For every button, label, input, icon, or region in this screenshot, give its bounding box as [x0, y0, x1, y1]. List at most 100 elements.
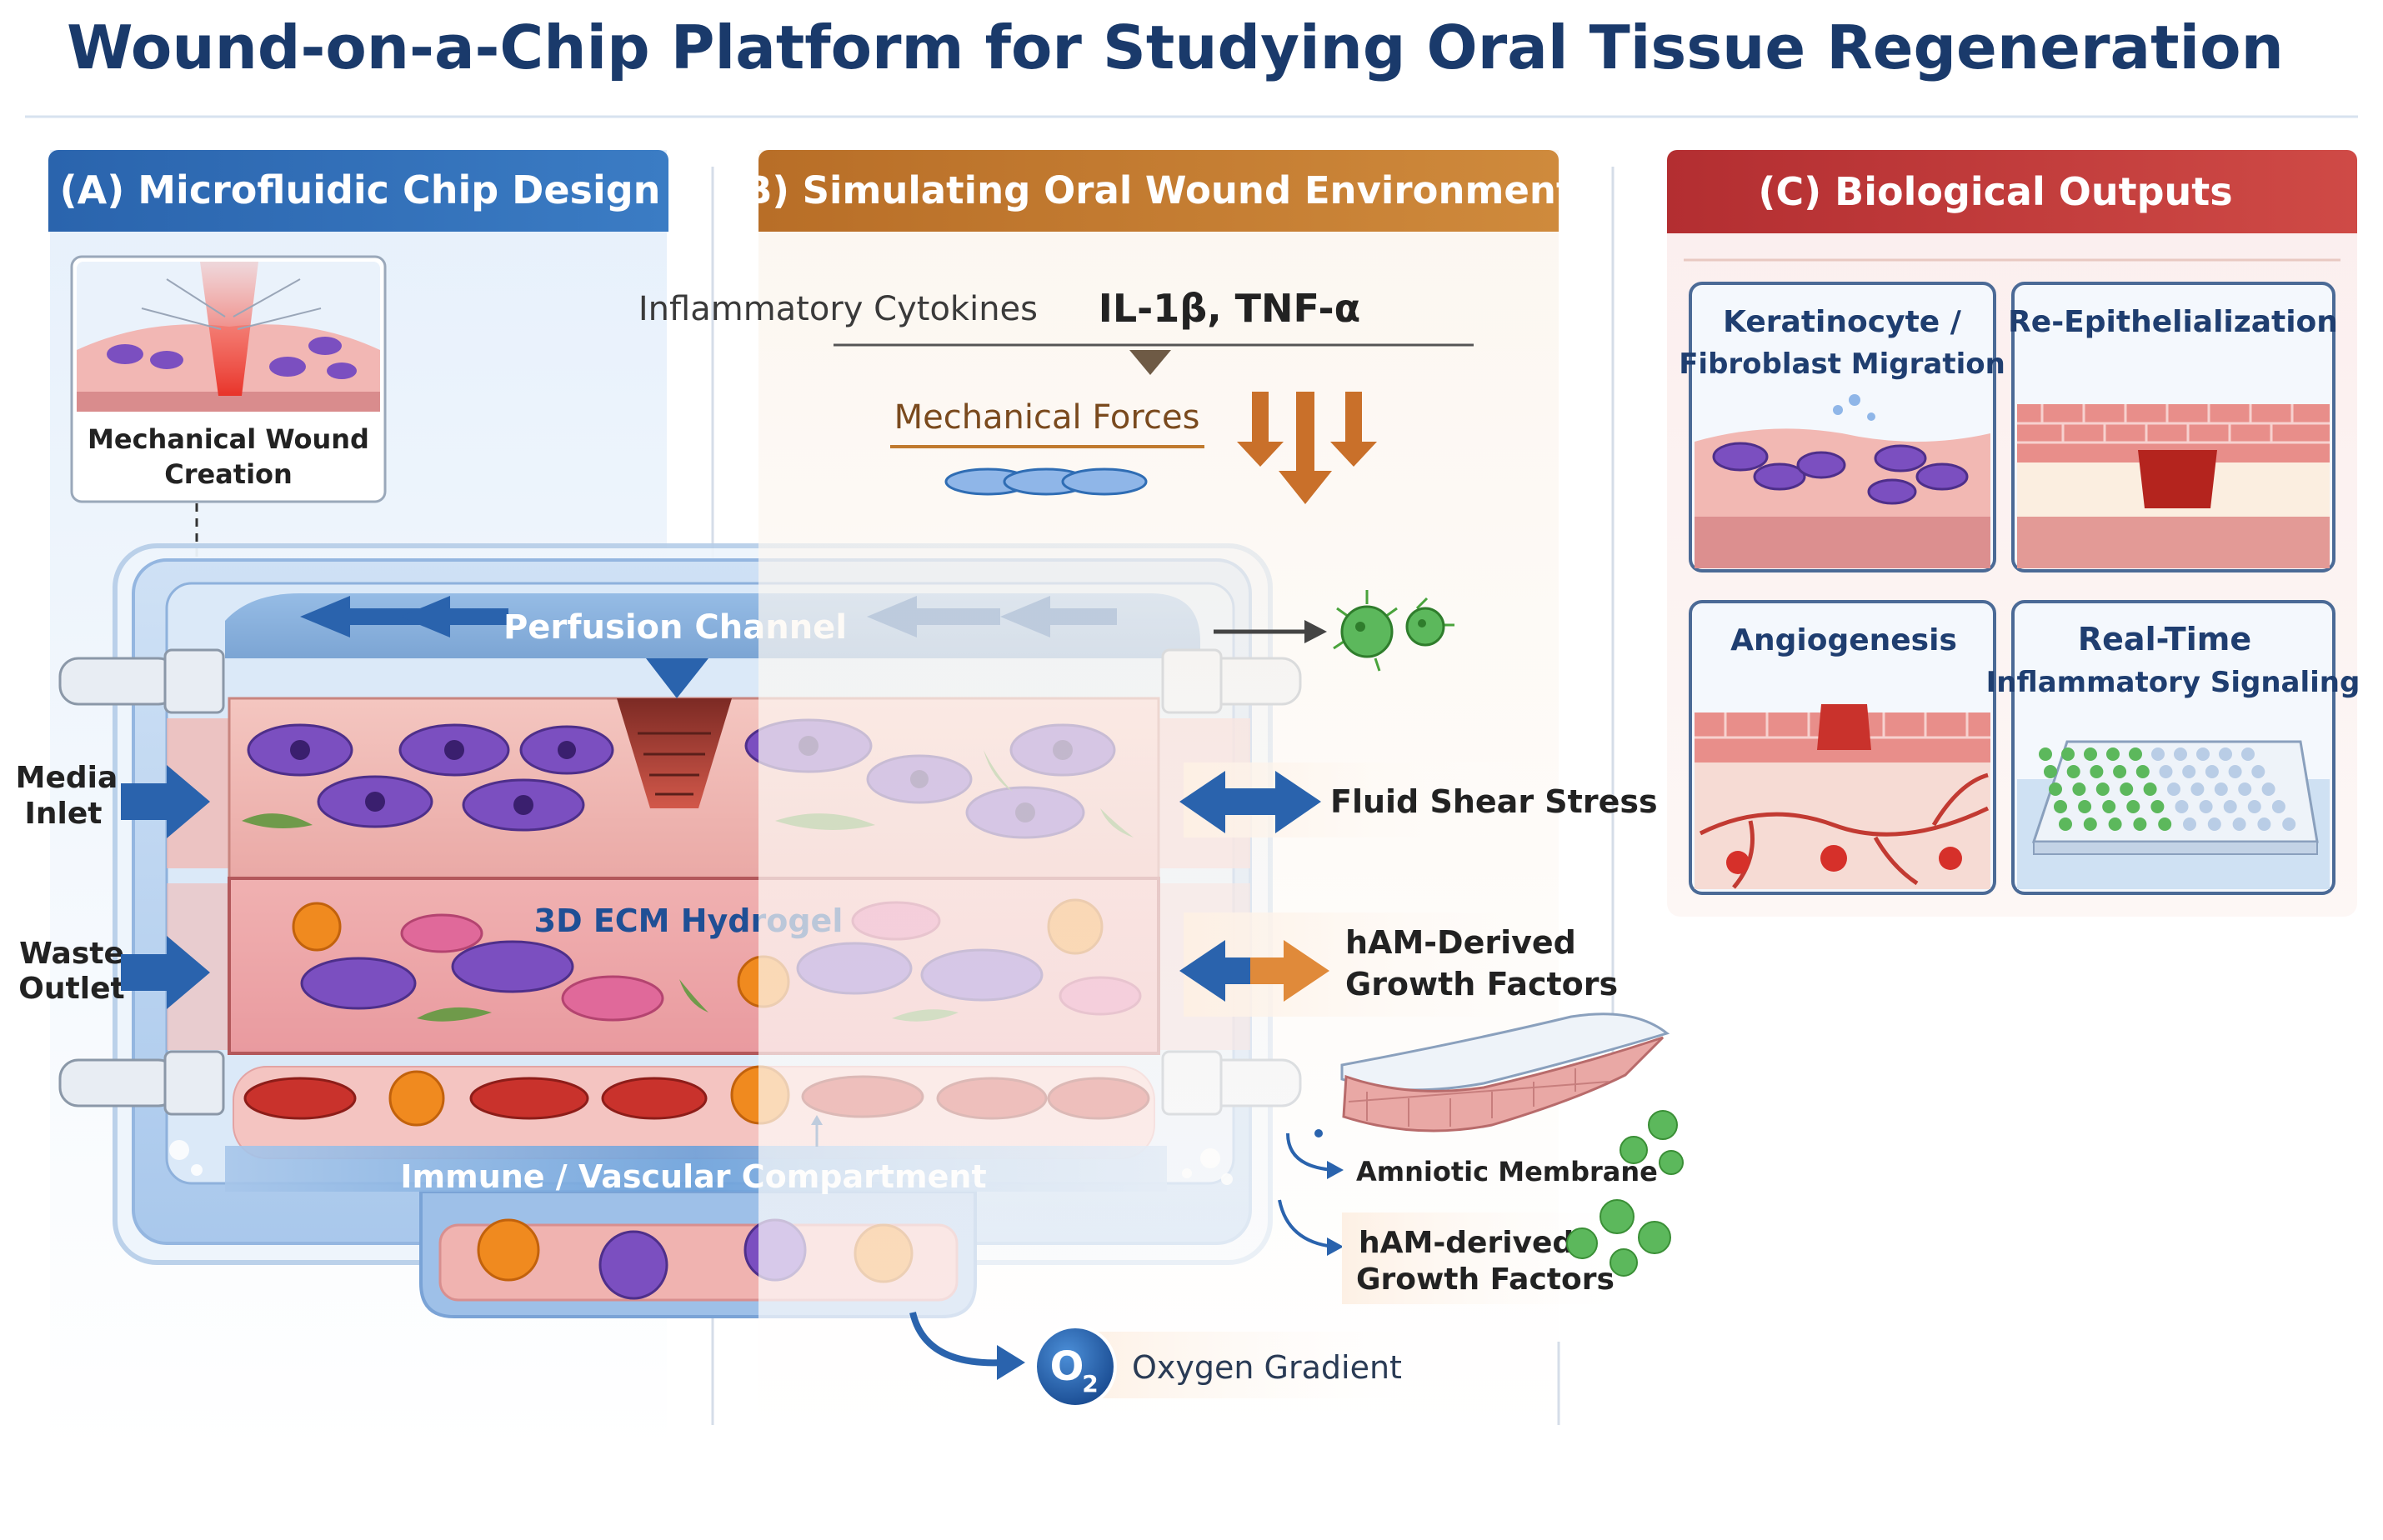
angio-label: Angiogenesis: [1730, 623, 1957, 658]
well-dot: [2084, 748, 2097, 761]
channel-down-arrow: [646, 658, 708, 698]
growth-factors-label-2: Growth Factors: [1345, 966, 1618, 1002]
panel-b-header: (B) Simulating Oral Wound Environment: [727, 168, 1574, 212]
well-dot: [2238, 782, 2252, 796]
growth-factors-2-arrow-icon: [1327, 1238, 1344, 1256]
growth-factors-2-label-1: hAM-derived: [1359, 1226, 1574, 1260]
panel-c-header-bar: [1667, 150, 2357, 233]
cytokines-names: IL-1β, TNF-α: [1099, 286, 1361, 331]
growth-factors-label-1: hAM-Derived: [1345, 924, 1576, 961]
mechanical-cells-icon: [944, 468, 1148, 496]
well-dot: [2159, 765, 2173, 778]
well-dot: [2061, 748, 2075, 761]
card-realtime-signaling: Real-Time Inflammatory Signaling: [1986, 600, 2360, 895]
growth-factors-2-label-2: Growth Factors: [1356, 1262, 1615, 1297]
well-dot: [2158, 818, 2172, 831]
waste-outlet-label-2: Outlet: [18, 972, 124, 1006]
well-dot: [2214, 782, 2228, 796]
well-dot: [2207, 818, 2221, 831]
well-dot: [2059, 818, 2072, 831]
card-migration: Keratinocyte / Fibroblast Migration: [1679, 282, 2005, 572]
media-inlet-arrow-icon: [121, 765, 210, 838]
well-dot: [2174, 748, 2187, 761]
migration-label-2: Fibroblast Migration: [1679, 348, 2005, 381]
well-dot: [2232, 818, 2246, 831]
bacteria-icon: [1333, 590, 1454, 672]
amniotic-arrow-icon: [1327, 1161, 1344, 1179]
oxygen-subscript: 2: [1082, 1370, 1098, 1398]
well-dot: [2108, 818, 2122, 831]
well-dot: [2228, 765, 2242, 778]
well-dot: [2247, 800, 2261, 813]
well-plate-wells: [2039, 748, 2296, 831]
well-dot: [2044, 765, 2057, 778]
reepi-label: Re-Epithelialization: [2008, 305, 2338, 339]
well-dot: [2183, 818, 2196, 831]
well-dot: [2190, 782, 2205, 796]
well-dot: [2135, 765, 2150, 778]
main-title: Wound-on-a-Chip Platform for Studying Or…: [67, 12, 2284, 82]
well-dot: [2143, 782, 2157, 796]
well-dot: [2072, 782, 2086, 796]
growth-factor-particles-icon: [1566, 1110, 1684, 1277]
wound-box-label-1: Mechanical Wound: [88, 423, 369, 455]
waste-outlet-arrow-icon: [121, 936, 210, 1009]
well-dot: [2282, 818, 2296, 831]
shear-stress-arrow-icon: [1179, 771, 1321, 833]
realtime-label-2: Inflammatory Signaling: [1986, 666, 2360, 699]
media-inlet-label-1: Media: [16, 761, 118, 795]
panel-b-header-bar: [758, 150, 1559, 232]
shear-stress-label: Fluid Shear Stress: [1330, 783, 1658, 820]
cytokines-label: Inflammatory Cytokines: [638, 290, 1038, 328]
migration-label-1: Keratinocyte /: [1723, 305, 1962, 339]
well-dot: [2205, 765, 2219, 778]
well-dot: [2102, 800, 2116, 813]
well-dot: [2126, 800, 2140, 813]
well-dot: [2066, 765, 2080, 778]
cytokines-down-arrow-icon: [1129, 350, 1171, 375]
well-dot: [2039, 748, 2052, 761]
well-dot: [2196, 748, 2210, 761]
card-angiogenesis: Angiogenesis: [1689, 600, 1996, 895]
mechanical-forces-label: Mechanical Forces: [894, 398, 1200, 437]
oxygen-icon: [1034, 1325, 1117, 1408]
well-dot: [2219, 748, 2232, 761]
well-dot: [2049, 782, 2062, 796]
panel-a-header-bar: [48, 150, 668, 232]
well-dot: [2129, 748, 2142, 761]
well-dot: [2251, 765, 2265, 778]
well-dot: [2113, 765, 2127, 778]
well-dot: [2175, 800, 2189, 813]
well-dot: [2241, 748, 2255, 761]
well-dot: [2167, 782, 2180, 796]
well-dot: [2257, 818, 2271, 831]
well-dot: [2095, 782, 2110, 796]
panel-a-header: (A) Microfluidic Chip Design: [60, 168, 661, 212]
laser-icon: [200, 262, 258, 396]
oxygen-arrow-icon: [997, 1345, 1025, 1380]
well-dot: [2271, 800, 2285, 813]
well-dot: [2261, 782, 2275, 796]
well-dot: [2090, 765, 2104, 778]
oxygen-label: Oxygen Gradient: [1132, 1349, 1402, 1386]
card-reepithelialization: Re-Epithelialization: [2008, 282, 2338, 572]
mechanical-wound-box: Mechanical Wound Creation: [70, 255, 387, 503]
well-dot: [2223, 800, 2237, 813]
waste-outlet-label-1: Waste: [19, 937, 124, 971]
well-dot: [2078, 800, 2092, 813]
wound-box-cells: [107, 337, 357, 379]
well-dot: [2150, 800, 2165, 813]
amniotic-membrane-icon: [1340, 1012, 1670, 1132]
amniotic-label: Amniotic Membrane: [1356, 1156, 1658, 1188]
well-dot: [2083, 818, 2097, 831]
oxygen-symbol: O: [1050, 1343, 1084, 1390]
well-dot: [2151, 748, 2165, 761]
realtime-label-1: Real-Time: [2078, 621, 2251, 658]
well-dot: [2054, 800, 2067, 813]
well-dot: [2182, 765, 2196, 778]
growth-factor-arrow-icon: [1179, 940, 1329, 1002]
media-inlet-label-2: Inlet: [25, 797, 103, 831]
panel-c-header: (C) Biological Outputs: [1758, 169, 2232, 214]
